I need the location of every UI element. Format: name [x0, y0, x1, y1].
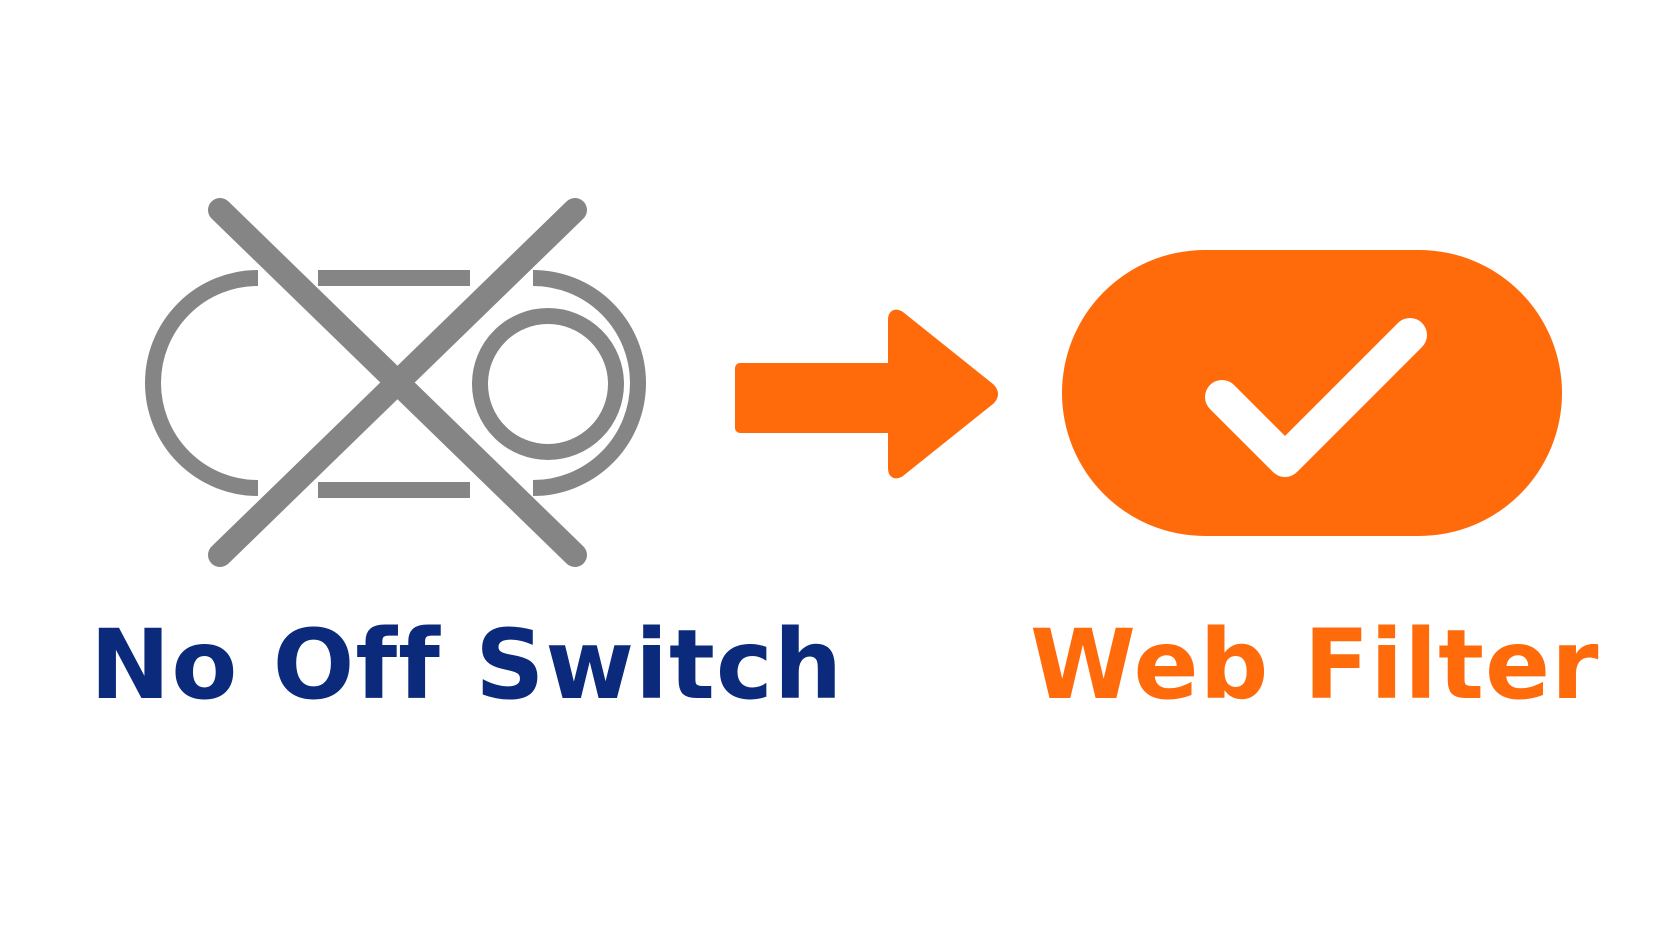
label-no-off-switch: No Off Switch [90, 609, 844, 721]
label-web-filter: Web Filter [1030, 609, 1600, 721]
arrow-right-icon [735, 309, 998, 479]
cross-stroke-2 [208, 198, 587, 567]
cross-x-icon [208, 198, 587, 567]
toggle-check-icon [1062, 250, 1562, 536]
toggle-knob [472, 308, 624, 460]
toggle-pill [1062, 250, 1562, 536]
toggle-switch-icon [145, 270, 646, 498]
toggle-outer-left-arc [145, 270, 259, 496]
arrow-shape [735, 309, 998, 479]
toggle-outer-right-arc [532, 270, 646, 496]
check-mark [1205, 318, 1427, 477]
